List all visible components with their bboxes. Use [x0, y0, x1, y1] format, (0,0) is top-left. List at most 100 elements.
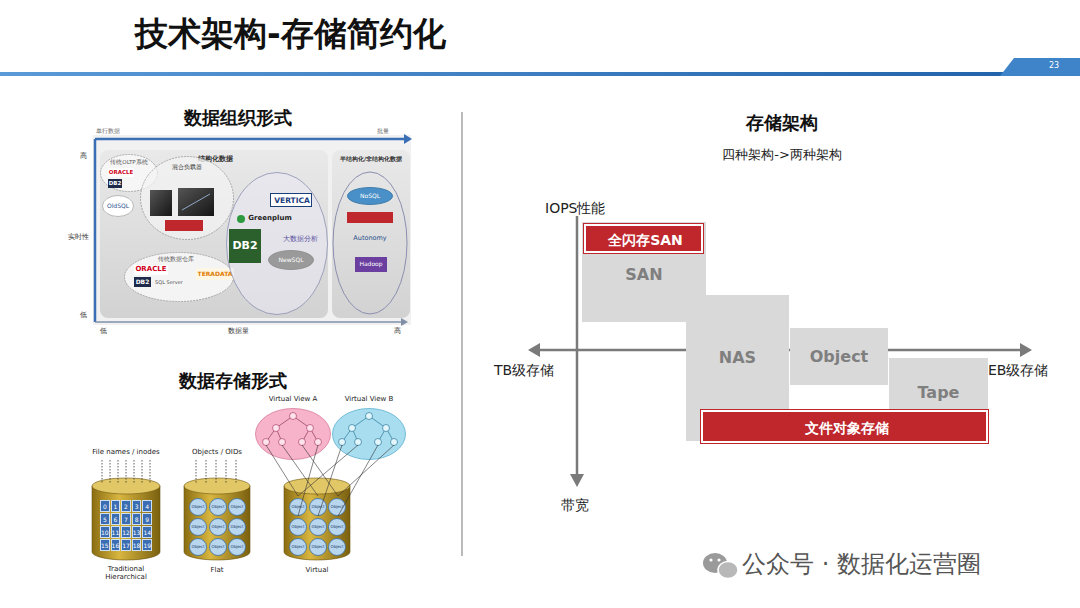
object-circle: Object [228, 518, 246, 536]
node-text: 传统OLTP系统 [104, 158, 154, 167]
node-text: SAN [582, 262, 706, 288]
grid-cell: 4 [142, 500, 152, 512]
chart-panel [93, 135, 411, 325]
object-circle: Object [309, 518, 327, 536]
axis-arrow [570, 474, 584, 487]
node-text: Virtual View B [323, 395, 415, 405]
node-text: Traditional Hierarchical [86, 564, 166, 584]
axis-arrow [528, 343, 540, 357]
grid-cell: 11 [111, 526, 121, 538]
axis-line [576, 216, 579, 478]
axis-label: EB级存储 [988, 360, 1068, 380]
grid-cell: 15 [100, 539, 110, 551]
axis-label: 批量 [368, 126, 398, 136]
page-number: 23 [1036, 59, 1072, 73]
axis-label: IOPS性能 [545, 198, 635, 218]
divider-line [461, 112, 462, 556]
product-image [178, 188, 214, 216]
node-text: Virtual View A [247, 395, 339, 405]
grid-cell: 13 [132, 526, 142, 538]
logo-box [165, 220, 203, 231]
node-text: NAS [686, 345, 789, 371]
grid-cell: 6 [111, 513, 121, 525]
node-text: ORACLE [108, 168, 134, 177]
object-circle: Object [328, 518, 346, 536]
logo-box: Autonomy [347, 233, 393, 245]
axis-arrow [1020, 343, 1032, 357]
node-text: Object [189, 538, 207, 556]
highlight-band: 全闪存SAN [584, 224, 703, 253]
logo-box: TERADATA [196, 268, 234, 280]
highlight-band: 文件对象存储 [701, 410, 988, 443]
node-text: TERADATA [196, 268, 234, 280]
object-circle: Object [228, 498, 246, 516]
view-ellipse: Virtual View B [332, 408, 406, 460]
object-circle: Object [289, 518, 307, 536]
grid-cell: 9 [142, 513, 152, 525]
node-text: Object [309, 498, 327, 516]
node-text: 混合负载器 [160, 163, 214, 172]
logo-box: ORACLE [108, 168, 134, 177]
node-text: 半结构化/非结构化数据 [334, 154, 408, 164]
node-text: Object [289, 538, 307, 556]
node-text: Tape [889, 382, 988, 404]
grid-cell: 14 [142, 526, 152, 538]
node-text: Object [328, 518, 346, 536]
region-box: 结构化数据传统OLTP系统ORACLEDB2OldSQL混合负载器传统数据仓库O… [100, 150, 328, 318]
section-heading: 存储架构 [682, 111, 882, 135]
grid-cell: 3 [132, 500, 142, 512]
section-heading: 数据组织形式 [138, 106, 338, 130]
grid-cell: 0 [100, 500, 110, 512]
node-text: NoSQL [347, 187, 393, 205]
node-text: Object [309, 518, 327, 536]
axis-label: 高 [76, 150, 90, 162]
node-text: Autonomy [347, 233, 393, 245]
node-text: VERTICA [271, 194, 313, 208]
node-text: Object [228, 538, 246, 556]
product-ellipse: NoSQL [347, 187, 393, 205]
object-circle: Object [209, 518, 227, 536]
logo-box: DB2 [229, 229, 261, 263]
product-image [150, 190, 172, 216]
node-text: Object [209, 518, 227, 536]
node-text: Object [189, 498, 207, 516]
grid-cell: 19 [142, 539, 152, 551]
node-text: 传统数据仓库 [146, 255, 206, 264]
axis-label: 低 [76, 309, 90, 321]
tree-dots [339, 413, 398, 446]
tree-lines [266, 416, 318, 442]
group-ellipse: 传统数据仓库ORACLEDB2SQL ServerTERADATA [124, 252, 234, 302]
tree-lines [342, 416, 394, 442]
axis-label: 高 [390, 325, 404, 337]
axis-arrow [404, 134, 412, 144]
node-text: 大数据分析 [276, 234, 324, 246]
grid-cell: 2 [121, 500, 131, 512]
group-ellipse: 混合负载器 [140, 156, 234, 240]
group-ellipse: 大数据分析VERTICAGreenplumDB2NewSQL [226, 172, 328, 315]
node-text: Object [189, 518, 207, 536]
storage-band: Object [790, 328, 888, 385]
logo-box: DB2 [108, 179, 122, 188]
storage-cylinder: VirtualObjectObjectObjectObjectObjectObj… [284, 478, 350, 560]
axis-line [95, 321, 402, 323]
mapping-lines [266, 445, 394, 516]
grid-cell: 5 [100, 513, 110, 525]
watermark: 公众号 · 数据化运营圈 [742, 548, 1062, 580]
subtitle: 四种架构->两种架构 [662, 145, 902, 165]
axis-label: 带宽 [561, 495, 611, 515]
logo-box [347, 212, 393, 223]
product-ellipse: OldSQL [102, 195, 134, 217]
object-circle: Object [228, 538, 246, 556]
page-tab [1000, 58, 1080, 76]
storage-cylinder: Objects / OIDsFlatObjectObjectObjectObje… [184, 478, 250, 560]
node-text: Object [328, 538, 346, 556]
object-circle: Object [189, 518, 207, 536]
grid-cell: 12 [121, 526, 131, 538]
object-circle: Object [209, 538, 227, 556]
object-circle: Object [189, 538, 207, 556]
tree-dots [263, 413, 322, 446]
axis-line [95, 138, 404, 141]
node-text: Virtual [284, 566, 350, 576]
